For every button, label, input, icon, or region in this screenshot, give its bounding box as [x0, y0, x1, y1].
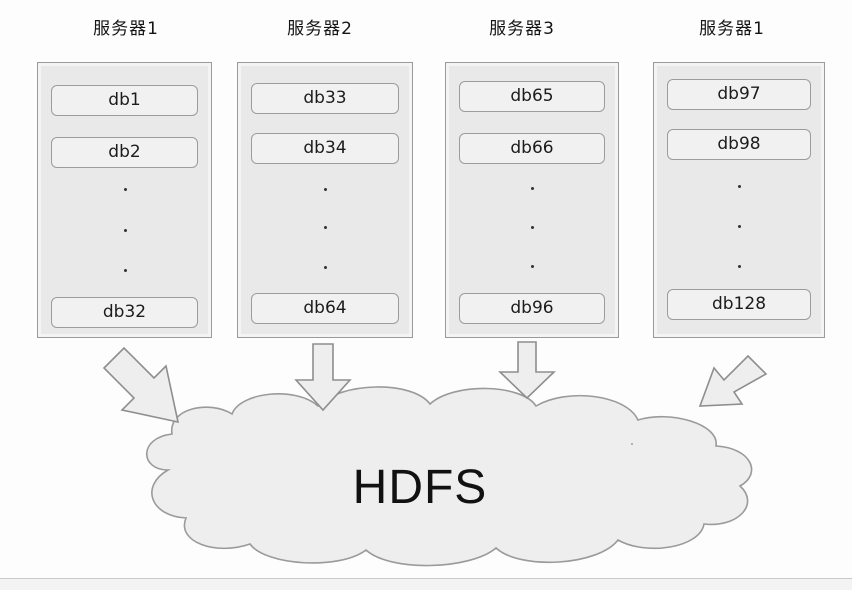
ellipsis-dot — [324, 226, 327, 229]
ellipsis-dot — [738, 225, 741, 228]
db-item: db34 — [251, 133, 399, 164]
db-item: db65 — [459, 81, 605, 112]
cloud-icon — [145, 386, 753, 567]
server-3-title: 服务器3 — [489, 19, 555, 39]
down-arrow-icon — [294, 343, 352, 412]
db-item: db66 — [459, 133, 605, 164]
db-item: db33 — [251, 83, 399, 114]
db-item: db64 — [251, 293, 399, 324]
server-4-box: db97 db98 db128 — [653, 62, 825, 338]
ellipsis-dot — [324, 266, 327, 269]
ellipsis-dot — [123, 269, 127, 272]
db-item: db32 — [51, 297, 198, 328]
db-item: db128 — [667, 289, 811, 320]
ellipsis-dot — [531, 265, 534, 268]
ellipsis-dot — [738, 185, 741, 188]
ellipsis-dot — [123, 229, 127, 232]
ellipsis-dot — [738, 265, 741, 268]
server-1-box: db1 db2 db32 — [37, 62, 212, 338]
down-arrow-icon — [102, 346, 180, 424]
db-item: db1 — [51, 85, 198, 116]
server-2-box: db33 db34 db64 — [237, 62, 413, 338]
hdfs-label: HDFS — [352, 461, 488, 514]
down-arrow-icon — [698, 354, 768, 407]
db-item: db2 — [51, 137, 198, 168]
db-item: db97 — [667, 79, 811, 110]
ellipsis-dot — [531, 226, 534, 229]
db-item: db96 — [459, 293, 605, 324]
ellipsis-dot — [324, 188, 327, 191]
bottom-divider — [0, 578, 852, 590]
server-1-title: 服务器1 — [93, 19, 159, 39]
server-2-title: 服务器2 — [287, 19, 353, 39]
ellipsis-dot — [531, 187, 534, 190]
db-item: db98 — [667, 129, 811, 160]
server-3-box: db65 db66 db96 — [445, 62, 619, 338]
server-4-title: 服务器1 — [699, 19, 765, 39]
ellipsis-dot — [123, 188, 127, 191]
down-arrow-icon — [498, 341, 556, 400]
